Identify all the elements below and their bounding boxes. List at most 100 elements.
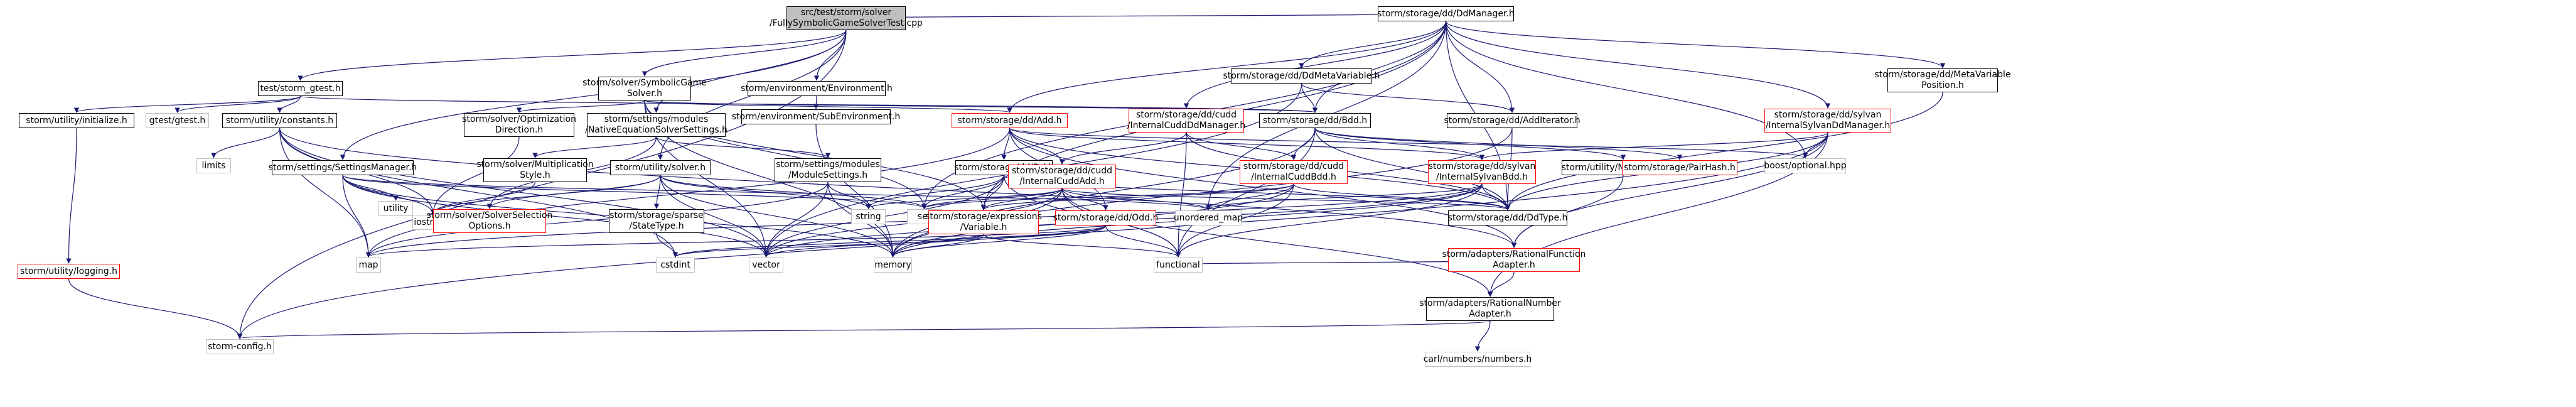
node-nateq[interactable]: storm/settings/modules/NativeEquationSol… xyxy=(585,113,727,137)
node-statetype[interactable]: storm/storage/sparse/StateType.h xyxy=(609,209,704,233)
node-optional[interactable]: boost/optional.hpp xyxy=(1764,158,1847,173)
node-settingsmgr[interactable]: storm/settings/SettingsManager.h xyxy=(269,160,417,175)
edge-dd-set xyxy=(921,175,1005,209)
edge-solverutil-set xyxy=(660,175,927,209)
node-exprvar[interactable]: storm/storage/expressions/Variable.h xyxy=(925,210,1042,234)
node-label-line: test/storm_gtest.h xyxy=(260,83,341,94)
edge-envsub-memory xyxy=(815,124,896,258)
node-string[interactable]: string xyxy=(851,209,886,224)
edge-ddmanager-sylvanmgr xyxy=(1445,21,1831,109)
node-cstdint[interactable]: cstdint xyxy=(656,258,695,273)
node-label-line: cstdint xyxy=(660,259,690,270)
node-vector[interactable]: vector xyxy=(749,258,783,273)
node-label-line: boost/optional.hpp xyxy=(1764,160,1847,171)
node-bdd[interactable]: storm/storage/dd/Bdd.h xyxy=(1259,113,1371,128)
node-label-line: storm/utility/constants.h xyxy=(225,115,334,126)
edge-initialize-logging xyxy=(66,128,77,264)
node-label-line: storm/storage/dd/cudd xyxy=(1243,161,1344,171)
edge-envenv-envsub xyxy=(813,95,819,109)
node-limits[interactable]: limits xyxy=(196,158,231,173)
node-map[interactable]: map xyxy=(356,258,381,273)
node-pairhash[interactable]: storm/storage/PairHash.h xyxy=(1622,160,1737,175)
node-carl[interactable]: carl/numbers/numbers.h xyxy=(1423,352,1532,367)
node-label-line: storm/environment/SubEnvironment.h xyxy=(731,111,901,122)
edge-ddmanager-metavarpos xyxy=(1445,21,1946,68)
edge-solverutil-memory xyxy=(660,175,896,258)
node-label-line: string xyxy=(856,211,881,222)
node-umap[interactable]: unordered_map xyxy=(1174,210,1243,225)
node-label-line: storm/storage/dd/DdMetaVariable.h xyxy=(1223,70,1380,81)
node-label-line: /StateType.h xyxy=(629,221,684,231)
edge-gtest-constants xyxy=(277,95,301,113)
edge-bdd-ddtype xyxy=(1314,128,1511,210)
node-label-line: Adapter.h xyxy=(1493,260,1535,270)
edge-ratfunc-ratnum xyxy=(1487,271,1515,297)
node-envenv[interactable]: storm/environment/Environment.h xyxy=(741,81,893,96)
edge-add-sylvanbdd xyxy=(1009,128,1484,160)
node-label-line: Direction.h xyxy=(495,125,544,135)
node-label-line: Style.h xyxy=(520,170,550,180)
edge-exprvar-cstdint xyxy=(673,234,984,258)
edge-cuddmgr-cuddadd xyxy=(1059,132,1187,165)
node-ddmetavar[interactable]: storm/storage/dd/DdMetaVariable.h xyxy=(1223,68,1380,84)
edge-sylvanmgr-sylvanbdd xyxy=(1479,132,1828,160)
node-label-line: storm/settings/modules xyxy=(604,114,709,124)
node-ddmanager[interactable]: storm/storage/dd/DdManager.h xyxy=(1377,6,1515,21)
node-initialize[interactable]: storm/utility/initialize.h xyxy=(19,113,134,128)
edge-settingsmgr-map xyxy=(342,175,372,258)
node-label-line: vector xyxy=(752,259,780,270)
node-label-line: /InternalCuddDdManager.h xyxy=(1127,121,1246,131)
node-functional[interactable]: functional xyxy=(1154,258,1203,273)
node-label-line: Position.h xyxy=(1921,80,1964,90)
node-constants[interactable]: storm/utility/constants.h xyxy=(222,113,337,128)
edge-root-gtest xyxy=(298,30,847,81)
node-label-line: set xyxy=(917,211,931,222)
edge-constants-vector xyxy=(279,128,769,258)
node-memory[interactable]: memory xyxy=(874,258,912,273)
node-stormconfig[interactable]: storm-config.h xyxy=(206,339,274,354)
node-gtest[interactable]: test/storm_gtest.h xyxy=(258,81,343,96)
node-modset[interactable]: storm/settings/modules/ModuleSettings.h xyxy=(775,158,881,182)
node-add[interactable]: storm/storage/dd/Add.h xyxy=(952,113,1068,128)
edge-sylvanbdd-umap xyxy=(1205,183,1483,210)
node-utility[interactable]: utility xyxy=(378,201,413,216)
node-label-line: storm/storage/expressions xyxy=(925,212,1042,222)
node-cuddadd[interactable]: storm/storage/dd/cudd/InternalCuddAdd.h xyxy=(1008,165,1116,188)
node-sylvanmgr[interactable]: storm/storage/dd/sylvan/InternalSylvanDd… xyxy=(1764,109,1891,133)
node-label-line: /InternalCuddBdd.h xyxy=(1251,172,1336,182)
node-label-line: storm-config.h xyxy=(208,341,272,352)
node-label-line: storm/storage/dd/sylvan xyxy=(1428,161,1536,171)
node-cuddmgr[interactable]: storm/storage/dd/cudd/InternalCuddDdMana… xyxy=(1127,109,1246,133)
node-gtestgtest[interactable]: gtest/gtest.h xyxy=(146,113,209,128)
node-ddtype[interactable]: storm/storage/dd/DdType.h xyxy=(1448,210,1567,225)
node-label-line: storm/storage/dd/Odd.h xyxy=(1053,212,1159,223)
node-solverutil[interactable]: storm/utility/solver.h xyxy=(610,160,711,175)
edge-ddmetavar-bdd xyxy=(1301,83,1318,113)
edge-add-map xyxy=(365,128,1011,258)
edge-odd-functional xyxy=(1105,225,1181,258)
node-logging[interactable]: storm/utility/logging.h xyxy=(18,264,120,279)
node-label-line: storm/adapters/RationalNumber xyxy=(1419,298,1561,308)
edge-optdir-iostream xyxy=(430,136,520,215)
node-cuddbdd[interactable]: storm/storage/dd/cudd/InternalCuddBdd.h xyxy=(1240,160,1348,184)
node-sylvanbdd[interactable]: storm/storage/dd/sylvan/InternalSylvanBd… xyxy=(1428,160,1536,184)
node-additer[interactable]: storm/storage/dd/AddIterator.h xyxy=(1444,113,1580,128)
edge-solverutil-solversel xyxy=(486,175,661,209)
edge-gtest-bdd xyxy=(299,95,1318,113)
node-label-line: carl/numbers/numbers.h xyxy=(1423,354,1532,364)
edge-bdd-numtraits xyxy=(1314,128,1626,160)
edge-cuddadd-set xyxy=(921,188,1063,209)
node-label-line: storm/storage/dd/cudd xyxy=(1136,110,1237,120)
edge-settingsmgr-set xyxy=(342,175,927,209)
node-odd[interactable]: storm/storage/dd/Odd.h xyxy=(1053,210,1159,225)
node-envsub[interactable]: storm/environment/SubEnvironment.h xyxy=(732,109,900,124)
